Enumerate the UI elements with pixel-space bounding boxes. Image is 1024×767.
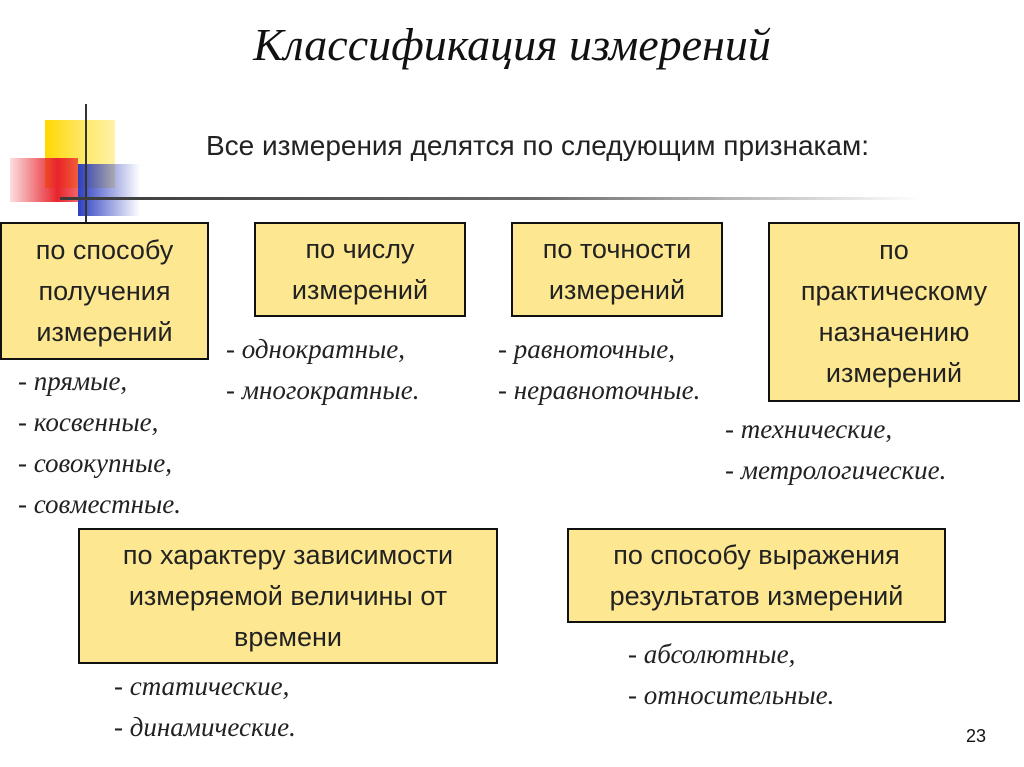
category-list-count: - однократные, - многократные. [226, 329, 419, 411]
category-box-time-dependence: по характеру зависимости измеряемой вели… [78, 528, 498, 664]
category-box-method: по способу получения измерений [0, 222, 209, 360]
list-item: - статические, [114, 671, 290, 701]
list-item: - совместные. [18, 489, 182, 519]
category-list-accuracy: - равноточные, - неравноточные. [498, 329, 700, 411]
divider-line [60, 197, 920, 200]
slide-title: Классификация измерений [253, 19, 771, 70]
list-item: - метрологические. [725, 455, 947, 485]
slide-subtitle: Все измерения делятся по следующим призн… [205, 130, 870, 161]
list-item: - равноточные, [498, 334, 675, 364]
category-box-accuracy: по точности измерений [511, 222, 723, 317]
category-list-time-dependence: - статические, - динамические. [114, 666, 296, 748]
list-item: - косвенные, [18, 407, 159, 437]
page-number: 23 [966, 726, 987, 746]
list-item: - технические, [725, 414, 893, 444]
list-item: - динамические. [114, 712, 296, 742]
list-item: - совокупные, [18, 448, 172, 478]
category-box-purpose: по практическому назначению измерений [768, 222, 1020, 402]
category-box-expression: по способу выражения результатов измерен… [567, 528, 946, 623]
deco-red-square [10, 158, 78, 202]
list-item: - относительные. [628, 680, 835, 710]
category-list-purpose: - технические, - метрологические. [725, 409, 946, 491]
corner-ornament [10, 120, 140, 216]
category-list-method: - прямые, - косвенные, - совокупные, - с… [18, 361, 181, 525]
list-item: - многократные. [226, 375, 420, 405]
deco-vertical-line [85, 104, 87, 222]
category-box-count: по числу измерений [254, 222, 466, 317]
deco-blue-square [78, 164, 140, 216]
list-item: - однократные, [226, 334, 405, 364]
list-item: - абсолютные, [628, 639, 796, 669]
category-list-expression: - абсолютные, - относительные. [628, 634, 834, 716]
list-item: - прямые, [18, 366, 128, 396]
list-item: - неравноточные. [498, 375, 701, 405]
